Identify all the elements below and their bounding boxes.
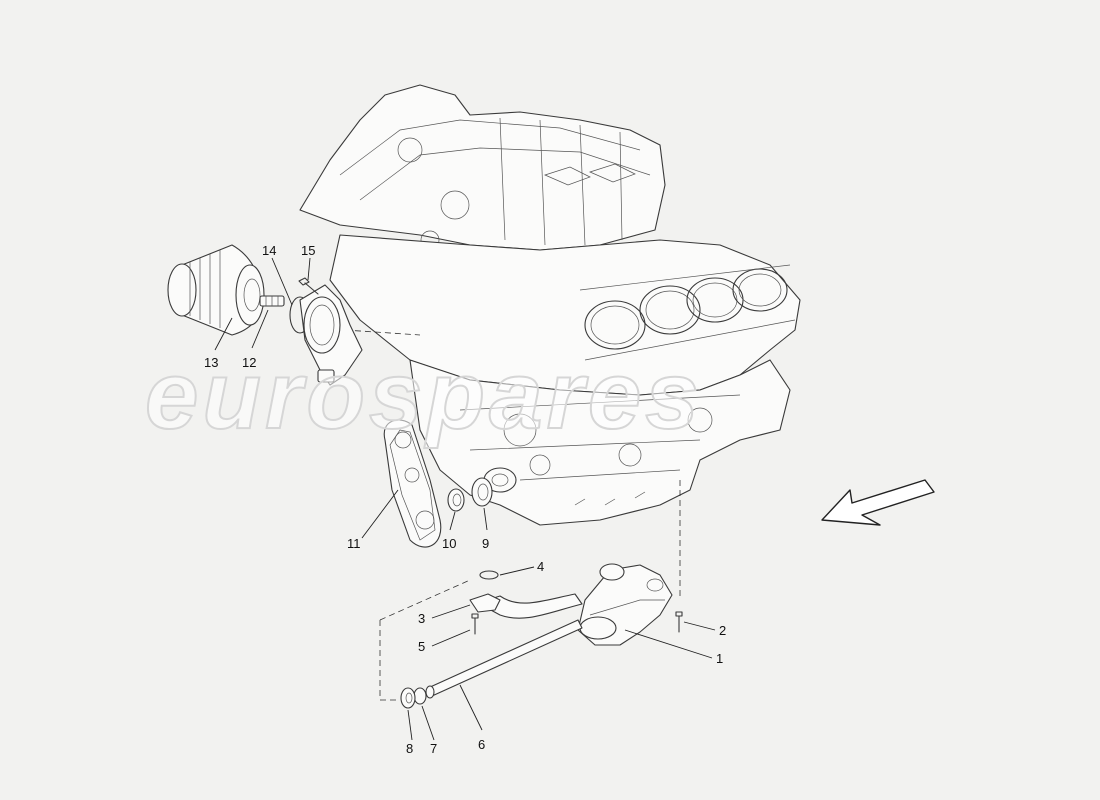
leader-lines — [214, 257, 716, 741]
callout-9[interactable]: 9 — [482, 536, 489, 551]
direction-arrow-icon — [821, 479, 935, 526]
cylinder-bores — [584, 268, 788, 350]
callout-7[interactable]: 7 — [430, 741, 437, 756]
callout-4[interactable]: 4 — [537, 559, 544, 574]
filter-nipple — [259, 295, 285, 307]
pump-drive-chain — [383, 419, 442, 548]
callout-14[interactable]: 14 — [262, 243, 276, 258]
callout-12[interactable]: 12 — [242, 355, 256, 370]
adapter-screw — [298, 277, 319, 295]
screw-2 — [675, 611, 683, 633]
filter-adapter-housing — [299, 284, 363, 386]
oil-filter — [167, 244, 265, 336]
screw-5 — [471, 613, 479, 635]
callout-3[interactable]: 3 — [418, 611, 425, 626]
callout-8[interactable]: 8 — [406, 741, 413, 756]
callout-6[interactable]: 6 — [478, 737, 485, 752]
assembly-guide-lines — [344, 329, 681, 701]
callout-11[interactable]: 11 — [347, 536, 361, 551]
callout-5[interactable]: 5 — [418, 639, 425, 654]
o-ring-4 — [479, 570, 499, 580]
callout-15[interactable]: 15 — [301, 243, 315, 258]
callout-1[interactable]: 1 — [716, 651, 723, 666]
callout-10[interactable]: 10 — [442, 536, 456, 551]
seal-ring-9 — [471, 477, 493, 507]
ring-7 — [413, 687, 427, 705]
callout-13[interactable]: 13 — [204, 355, 218, 370]
suction-pipe — [469, 593, 583, 619]
ring-8 — [400, 687, 416, 709]
seal-ring-10 — [447, 488, 465, 512]
engine-block — [299, 84, 801, 526]
drive-shaft — [425, 619, 583, 699]
oil-pump — [577, 563, 673, 646]
watermark-text: eurospares — [145, 342, 703, 449]
callout-labels: 13 12 14 15 11 10 9 4 3 5 2 1 6 7 8 — [204, 243, 726, 756]
callout-2[interactable]: 2 — [719, 623, 726, 638]
